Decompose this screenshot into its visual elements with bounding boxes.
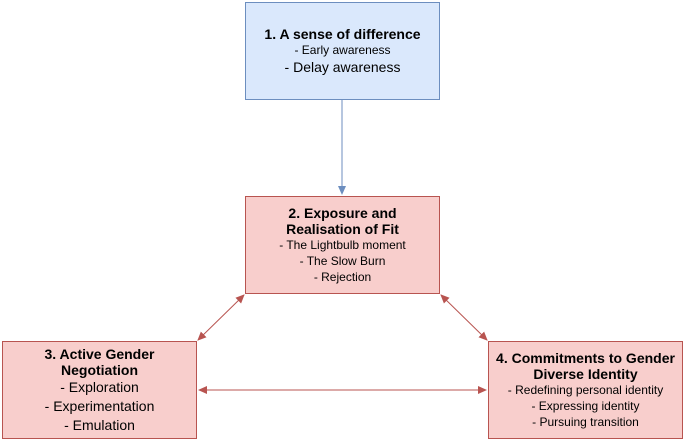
stage-3-item: - Emulation	[64, 416, 135, 433]
arrow-2-to-3	[197, 294, 245, 341]
stage-2-box: 2. Exposure and Realisation of Fit - The…	[245, 196, 440, 294]
stage-2-item: - The Lightbulb moment	[279, 238, 406, 252]
stage-1-box: 1. A sense of difference - Early awarene…	[245, 2, 440, 100]
stage-4-item: - Pursuing transition	[532, 415, 639, 429]
stage-3-item: - Exploration	[60, 378, 139, 395]
stage-3-item: - Experimentation	[44, 397, 155, 414]
stage-4-item: - Expressing identity	[531, 399, 640, 413]
stage-2-title: 2. Exposure and Realisation of Fit	[286, 205, 399, 237]
stage-2-item: - The Slow Burn	[299, 254, 386, 268]
stage-1-title: 1. A sense of difference	[264, 25, 421, 42]
stage-4-title: 4. Commitments to Gender Diverse Identit…	[496, 350, 675, 382]
arrow-2-to-4	[440, 294, 488, 341]
stage-1-item: - Delay awareness	[284, 58, 401, 75]
stage-1-item: - Early awareness	[294, 42, 391, 57]
stage-4-item: - Redefining personal identity	[507, 383, 664, 397]
stage-3-box: 3. Active Gender Negotiation - Explorati…	[2, 341, 197, 439]
stage-2-item: - Rejection	[313, 270, 372, 284]
stage-4-box: 4. Commitments to Gender Diverse Identit…	[488, 341, 683, 439]
stage-3-title: 3. Active Gender Negotiation	[44, 345, 155, 378]
